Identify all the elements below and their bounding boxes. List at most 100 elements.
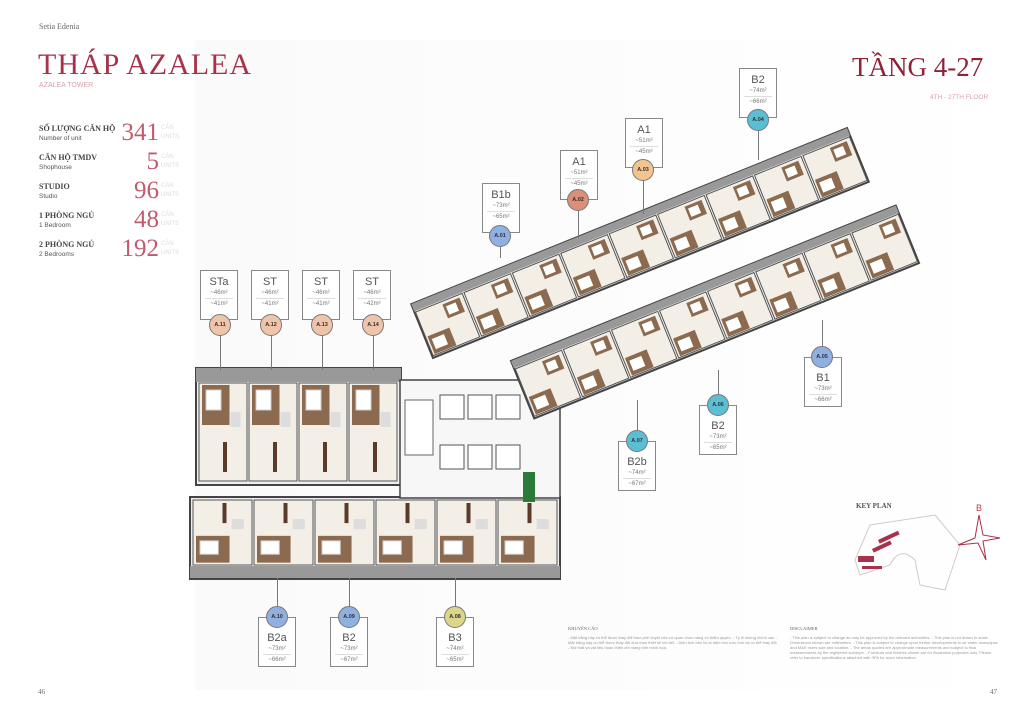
bed — [689, 301, 703, 314]
compass-icon — [957, 514, 1001, 561]
unit-type: B3 — [448, 632, 462, 644]
notes-vn-text: - Mặt bằng này có thể được thay đổi theo… — [568, 635, 778, 650]
unit-net-area: ~41m² — [312, 301, 330, 307]
unit-code-badge[interactable]: A.07 — [626, 430, 648, 452]
unit-gross-area: ~74m² — [623, 468, 651, 479]
leader-line — [349, 578, 350, 606]
dining-table — [527, 503, 532, 524]
stat-unit-en: UNITS — [161, 192, 179, 198]
unit-callout[interactable]: ST ~46m² ~42m² — [353, 270, 391, 320]
unit-code-badge[interactable]: A.04 — [747, 109, 769, 131]
bed — [736, 185, 750, 198]
bed — [673, 236, 691, 252]
north-block — [409, 126, 871, 360]
stat-row: STUDIO Studio 96 CĂN UNITS — [39, 178, 189, 207]
unit-gross-area: ~51m² — [630, 136, 658, 147]
unit-callout[interactable]: ST ~46m² ~41m² — [302, 270, 340, 320]
bed — [494, 282, 508, 296]
stat-unit-en: UNITS — [161, 134, 179, 140]
leader-line — [277, 578, 278, 606]
stat-row: 2 PHÒNG NGỦ 2 Bedrooms 192 CĂN UNITS — [39, 236, 189, 265]
bed — [205, 389, 222, 411]
unit-code-badge[interactable]: A.09 — [338, 606, 360, 628]
unit-net-area: ~42m² — [363, 301, 381, 307]
unit-code-badge[interactable]: A.08 — [444, 606, 466, 628]
dining-table — [222, 503, 227, 524]
unit-code-badge[interactable]: A.03 — [632, 159, 654, 181]
unit-callout[interactable]: B1b ~73m² ~65m² — [482, 183, 520, 233]
leader-line — [718, 370, 719, 394]
key-plan-site — [854, 514, 961, 591]
stat-label-vn: 1 PHÒNG NGỦ — [39, 211, 95, 220]
bed — [445, 302, 459, 315]
stat-label-en: Number of unit — [39, 135, 82, 142]
bed — [591, 243, 605, 256]
unit-net-area: ~66m² — [749, 99, 767, 105]
bed — [581, 375, 598, 391]
unit-code-badge[interactable]: A.13 — [311, 314, 333, 336]
compass-label: B — [976, 503, 983, 513]
unit-net-area: ~67m² — [340, 657, 358, 663]
unit-net-area: ~66m² — [814, 397, 832, 403]
page-number-right: 47 — [990, 688, 997, 696]
bed — [722, 216, 739, 232]
unit-net-area: ~65m² — [492, 214, 510, 220]
bed — [784, 165, 798, 178]
dining-table — [223, 442, 227, 472]
unit-net-area: ~67m² — [628, 481, 646, 487]
unit-type: A1 — [572, 156, 586, 168]
leader-line — [500, 247, 501, 258]
bed — [770, 197, 787, 213]
unit-code-badge[interactable]: A.02 — [567, 189, 589, 211]
unit-gross-area: ~46m² — [358, 288, 386, 299]
unit-gross-area: ~73m² — [487, 201, 515, 212]
unit-code-badge[interactable]: A.14 — [362, 314, 384, 336]
unit-net-area: ~45m² — [570, 181, 588, 187]
unit-code-badge[interactable]: A.12 — [260, 314, 282, 336]
bed — [542, 263, 556, 276]
leader-line — [637, 400, 638, 430]
unit-code-badge[interactable]: A.06 — [707, 394, 729, 416]
unit-code-badge[interactable]: A.01 — [489, 225, 511, 247]
key-plan-highlight — [872, 540, 892, 553]
unit-callout[interactable]: ST ~46m² ~41m² — [251, 270, 289, 320]
bathroom — [475, 519, 488, 530]
floor-subtitle: 4TH - 27TH FLOOR — [930, 94, 989, 101]
unit-code-badge[interactable]: A.11 — [209, 314, 231, 336]
stat-label-en: Shophouse — [39, 164, 72, 171]
bathroom — [353, 519, 366, 530]
unit-callout[interactable]: STa ~46m² ~41m² — [200, 270, 238, 320]
notes-vn-title: KHUYẾN CÁO — [568, 626, 598, 631]
bed — [545, 359, 559, 372]
stat-unit-vn: CĂN — [161, 125, 174, 131]
dining-table — [283, 503, 288, 524]
bed — [443, 540, 463, 555]
bed — [773, 297, 790, 313]
key-plan-highlight — [877, 530, 900, 544]
tower-title: THÁP AZALEA — [38, 48, 253, 81]
bed — [355, 389, 372, 411]
bed — [199, 540, 219, 555]
stat-unit-vn: CĂN — [161, 212, 174, 218]
elevator — [439, 394, 465, 420]
elevator — [467, 444, 493, 470]
unit-code-badge[interactable]: A.10 — [266, 606, 288, 628]
tower-subtitle: AZALEA TOWER — [39, 82, 94, 89]
stat-unit-vn: CĂN — [161, 183, 174, 189]
unit-callout[interactable]: B2a ~73m² ~66m² — [258, 617, 296, 667]
unit-type: ST — [262, 276, 278, 288]
dining-table — [273, 442, 277, 472]
unit-net-area: ~41m² — [261, 301, 279, 307]
bathroom — [536, 519, 549, 530]
unit-type: ST — [313, 276, 329, 288]
corridor-strip — [411, 128, 851, 312]
unit-gross-area: ~73m² — [704, 432, 732, 443]
stat-label-en: 1 Bedroom — [39, 222, 71, 229]
unit-code-badge[interactable]: A.05 — [811, 346, 833, 368]
staircase — [404, 399, 434, 456]
bed — [382, 540, 402, 555]
elevator — [495, 394, 521, 420]
elevator — [439, 444, 465, 470]
stat-unit-en: UNITS — [161, 163, 179, 169]
bed — [480, 314, 497, 330]
